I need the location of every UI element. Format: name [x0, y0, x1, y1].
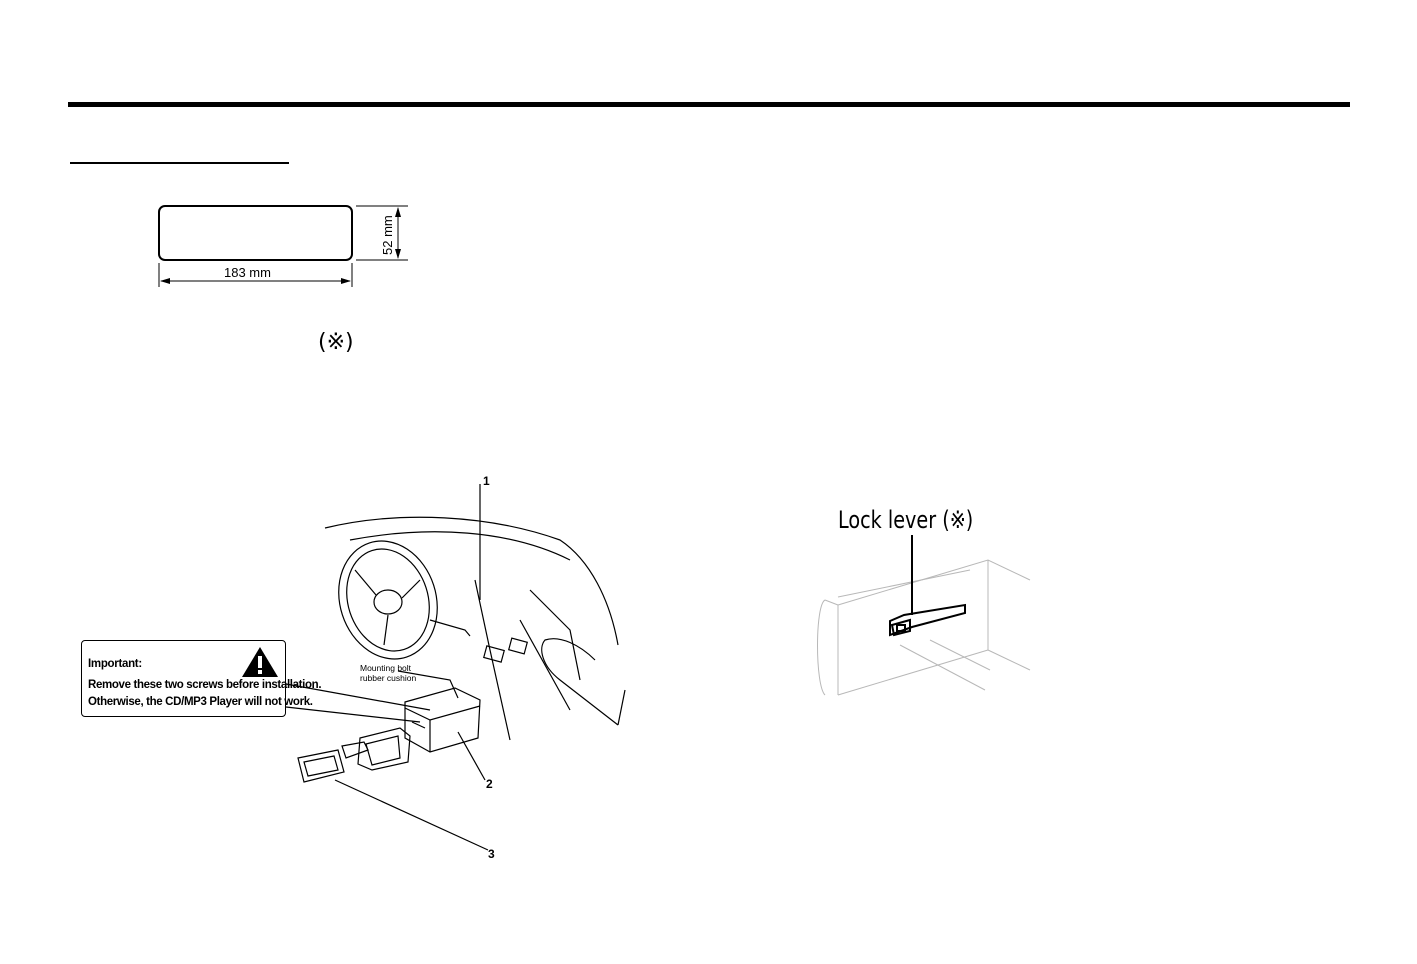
steering-wheel [338, 540, 438, 660]
warning-triangle-icon [242, 647, 278, 677]
header-rule [68, 102, 1350, 107]
height-label: 52 mm [380, 215, 395, 255]
warning-title: Important: [88, 658, 142, 670]
width-label: 183 mm [224, 265, 271, 280]
front-frame [357, 727, 411, 771]
head-unit [404, 687, 481, 753]
dimension-diagram: 183 mm 52 mm [158, 205, 408, 287]
callout-3: 3 [488, 847, 495, 861]
callout-2: 2 [486, 777, 493, 791]
warning-box: Important: Remove these two screws befor… [81, 640, 322, 717]
lock-lever-label: Lock lever (※) [838, 506, 974, 534]
dashboard-outline [324, 516, 619, 646]
callout-1: 1 [483, 474, 490, 488]
mounting-label-line2: rubber cushion [360, 673, 417, 683]
cutout-rectangle [158, 205, 353, 261]
warning-line-2: Otherwise, the CD/MP3 Player will not wo… [88, 696, 313, 708]
reference-mark: (※) [318, 330, 354, 355]
lock-lever-diagram [817, 535, 1031, 696]
warning-line-1: Remove these two screws before installat… [88, 679, 322, 691]
section-heading-underline [70, 162, 289, 164]
mounting-label-line1: Mounting bolt [360, 663, 412, 673]
trim-ring [297, 749, 345, 783]
lock-lever [889, 603, 966, 637]
installation-diagram: 1 2 3 Mounting bolt rubber cushion [285, 474, 626, 861]
